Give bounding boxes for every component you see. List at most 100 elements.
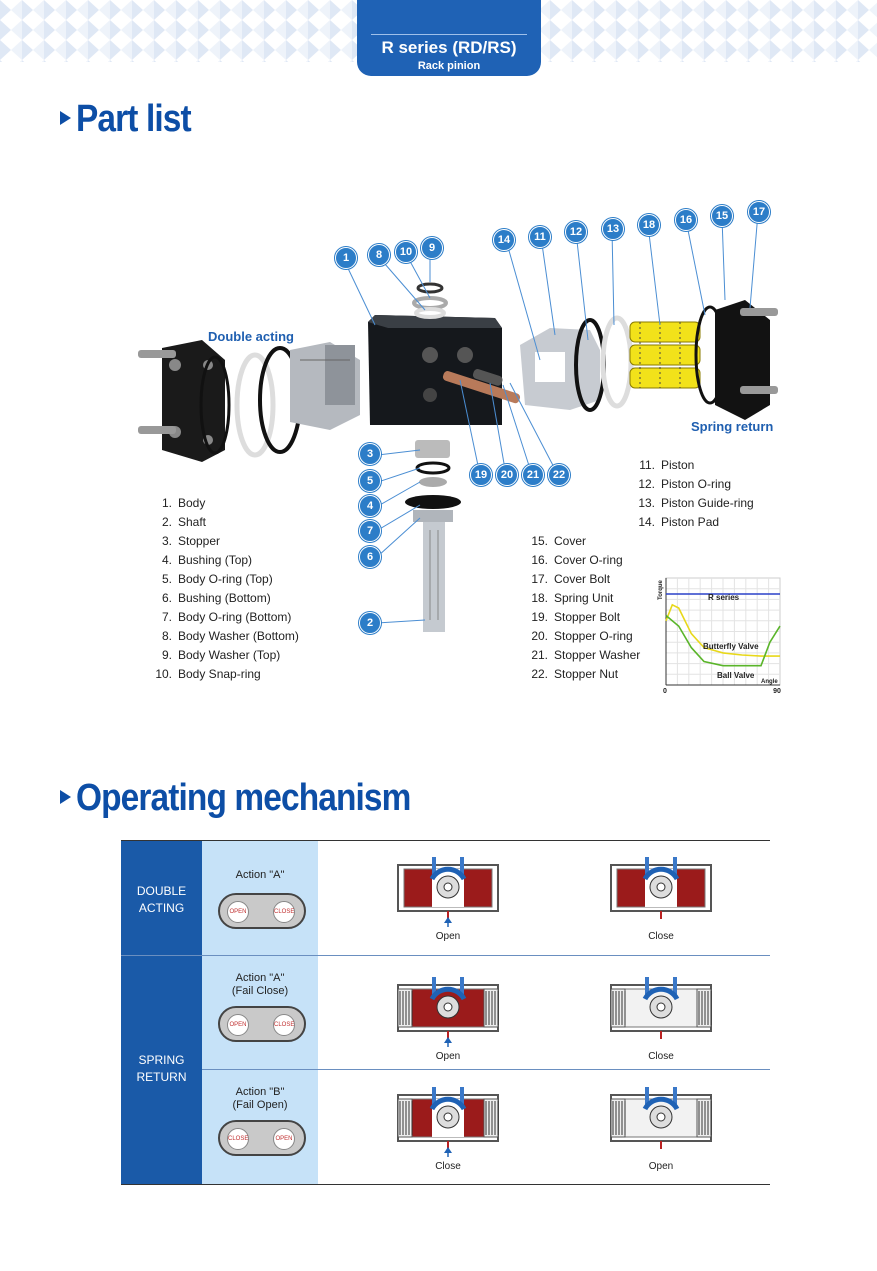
mechanism-table: DOUBLE ACTING SPRING RETURN Action "A" O… (121, 840, 770, 1185)
badge-10: 10 (395, 241, 417, 263)
chart-label-ball: Ball Valve (717, 671, 755, 680)
part-item: 17.Cover Bolt (531, 572, 611, 586)
badge-1: 1 (335, 247, 357, 269)
series-title: R series (RD/RS) (381, 38, 517, 57)
pill-button-right: CLOSE (273, 1014, 295, 1036)
part-item: 10.Body Snap-ring (155, 667, 261, 681)
left-cover (138, 340, 231, 462)
part-item: 7.Body O-ring (Bottom) (161, 610, 292, 624)
caption: Close (648, 1051, 674, 1062)
caption: Close (435, 1161, 461, 1172)
series-subtitle: Rack pinion (417, 60, 481, 72)
action-pill: OPEN CLOSE (218, 1006, 306, 1042)
chart-x-max: 90 (773, 688, 781, 695)
badge-13: 13 (602, 218, 624, 240)
exploded-diagram (138, 212, 778, 632)
badge-4: 4 (359, 495, 381, 517)
actuator-sr-a-open (397, 977, 499, 1047)
action-pill: CLOSE OPEN (218, 1120, 306, 1156)
part-item: 3.Stopper (161, 534, 221, 548)
part-item: 20.Stopper O-ring (531, 629, 633, 643)
badge-14: 14 (493, 229, 515, 251)
spring-units (629, 321, 701, 389)
chart-x-label: Angle (761, 679, 778, 685)
part-item: 14.Piston Pad (638, 515, 720, 529)
chart-label-butterfly: Butterfly Valve (703, 642, 759, 651)
part-item: 18.Spring Unit (531, 591, 614, 605)
part-item: 13.Piston Guide-ring (638, 496, 754, 510)
part-item: 2.Shaft (161, 515, 207, 529)
part-item: 22.Stopper Nut (531, 667, 619, 681)
actuator-sr-a-close (610, 977, 712, 1039)
badge-20: 20 (496, 464, 518, 486)
chart-series-1 (665, 603, 780, 657)
part-list-title: Part list (76, 98, 192, 140)
actuator-sr-b-open (610, 1087, 712, 1149)
action-label: Action "A" (Fail Close) (231, 972, 289, 997)
pill-button-left: OPEN (227, 1014, 249, 1036)
part-item: 5.Body O-ring (Top) (161, 572, 273, 586)
mechanism-illustrations (397, 857, 712, 1157)
part-item: 16.Cover O-ring (531, 553, 623, 567)
actuator-body (368, 315, 502, 425)
part-item: 9.Body Washer (Top) (161, 648, 281, 662)
part-item: 6.Bushing (Bottom) (161, 591, 271, 605)
part-item: 21.Stopper Washer (531, 648, 641, 662)
badge-6: 6 (359, 546, 381, 568)
chart-y-label: Torque (658, 579, 664, 600)
caption: Open (648, 1161, 674, 1172)
part-item: 1.Body (161, 496, 206, 510)
part-item: 4.Bushing (Top) (161, 553, 253, 567)
category-double-acting: DOUBLE ACTING (121, 841, 202, 955)
action-cell-3: Action "B" (Fail Open) CLOSE OPEN (202, 1070, 318, 1184)
badge-18: 18 (638, 214, 660, 236)
caption: Close (648, 931, 674, 942)
action-pill: OPEN CLOSE (218, 893, 306, 929)
caption: Open (435, 1051, 461, 1062)
pill-button-left: CLOSE (227, 1128, 249, 1150)
pill-button-left: OPEN (227, 901, 249, 923)
part-item: 8.Body Washer (Bottom) (161, 629, 299, 643)
part-item: 19.Stopper Bolt (531, 610, 621, 624)
part-item: 11.Piston (639, 458, 695, 472)
badge-17: 17 (748, 201, 770, 223)
section-arrow-icon (60, 111, 71, 125)
badge-3: 3 (359, 443, 381, 465)
badge-2: 2 (359, 612, 381, 634)
chart-label-r-series: R series (708, 593, 740, 602)
series-tab: R series (RD/RS) Rack pinion (357, 0, 541, 76)
spring-return-label: Spring return (691, 419, 774, 434)
badge-5: 5 (359, 470, 381, 492)
chart-x-min: 0 (663, 688, 667, 695)
action-label: Action "B" (Fail Open) (232, 1086, 288, 1111)
badge-21: 21 (522, 464, 544, 486)
pill-button-right: OPEN (273, 1128, 295, 1150)
section-arrow-icon (60, 790, 71, 804)
badge-16: 16 (675, 209, 697, 231)
actuator-sr-b-close (397, 1087, 499, 1157)
category-spring-return: SPRING RETURN (121, 956, 202, 1184)
pill-button-right: CLOSE (273, 901, 295, 923)
badge-11: 11 (529, 226, 551, 248)
badge-15: 15 (711, 205, 733, 227)
actuator-da-close (610, 857, 712, 919)
left-piston (290, 342, 360, 430)
badge-9: 9 (421, 237, 443, 259)
chart-series-2 (665, 614, 781, 667)
badge-19: 19 (470, 464, 492, 486)
action-label: Action "A" (235, 869, 285, 881)
right-piston (520, 328, 600, 410)
double-acting-label: Double acting (208, 329, 294, 344)
right-cover (715, 300, 778, 420)
badge-8: 8 (368, 244, 390, 266)
caption: Open (435, 931, 461, 942)
operating-mechanism-title: Operating mechanism (76, 777, 411, 819)
actuator-da-open (397, 857, 499, 927)
part-item: 15.Cover (531, 534, 587, 548)
badge-7: 7 (359, 520, 381, 542)
action-cell-1: Action "A" OPEN CLOSE (202, 841, 318, 955)
shaft (413, 510, 453, 632)
action-cell-2: Action "A" (Fail Close) OPEN CLOSE (202, 956, 318, 1069)
badge-22: 22 (548, 464, 570, 486)
